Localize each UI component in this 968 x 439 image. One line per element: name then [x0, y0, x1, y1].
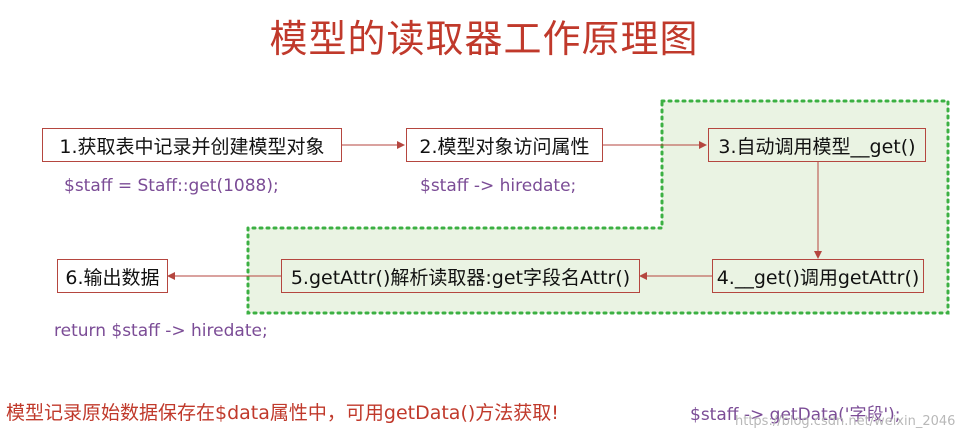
step-1-code: $staff = Staff::get(1088);: [64, 176, 279, 196]
footer-note: 模型记录原始数据保存在$data属性中，可用getData()方法获取!: [6, 402, 559, 424]
watermark: https://blog.csdn.net/weixin_2046: [735, 414, 956, 429]
step-2-box: 2.模型对象访问属性: [406, 128, 603, 162]
step-2-code: $staff -> hiredate;: [420, 176, 577, 196]
step-5-box: 5.getAttr()解析读取器:get字段名Attr(): [281, 259, 640, 293]
step-4-box: 4.__get()调用getAttr(): [712, 259, 924, 293]
step-3-box: 3.自动调用模型__get(): [708, 128, 926, 162]
step-6-box: 6.输出数据: [57, 259, 168, 293]
step-6-code: return $staff -> hiredate;: [54, 321, 268, 341]
footer-code: $staff -> getData('字段');: [690, 405, 901, 425]
diagram-title: 模型的读取器工作原理图: [269, 17, 699, 61]
step-1-box: 1.获取表中记录并创建模型对象: [42, 128, 342, 162]
green-dotted-region: [246, 99, 950, 315]
